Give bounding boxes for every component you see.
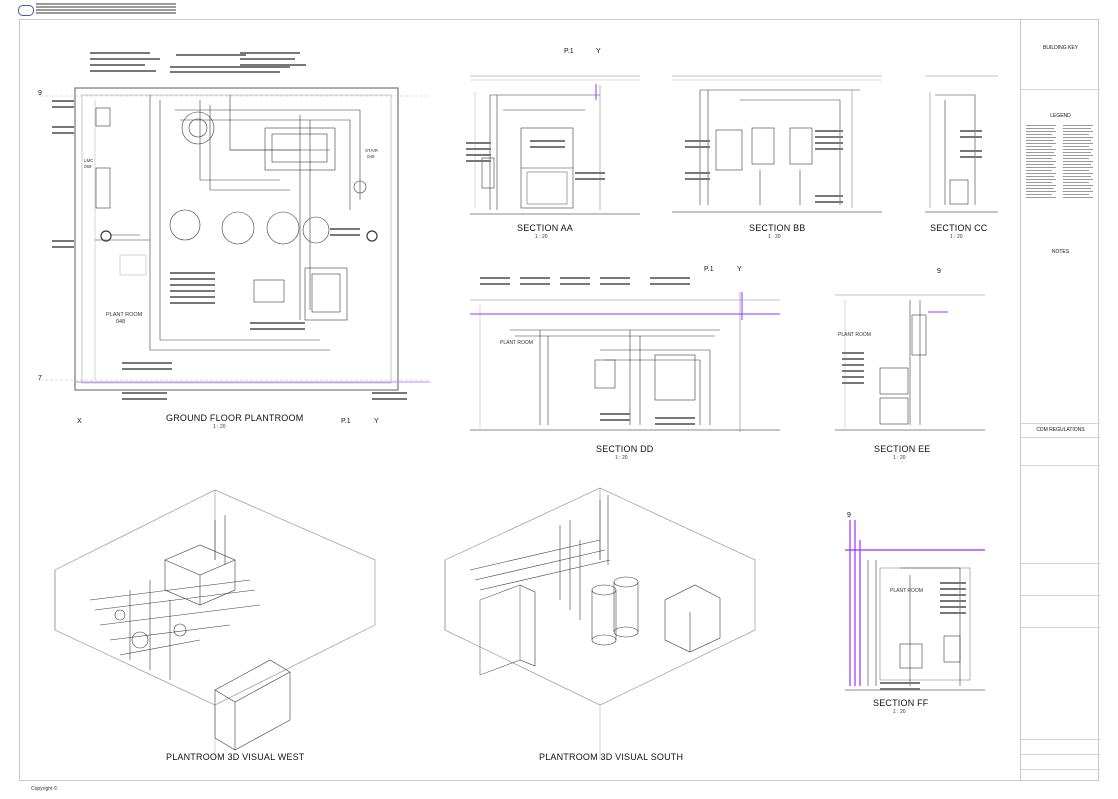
legend-list-right [1063, 123, 1093, 200]
section-ee-plant-room-label: PLANT ROOM [838, 332, 871, 338]
section-aa-scale: 1 : 20 [535, 234, 548, 240]
section-dd-title: SECTION DD [596, 444, 654, 454]
plant-room-label: PLANT ROOM [106, 312, 143, 318]
grid-line-y-section-aa: Y [596, 48, 601, 55]
grid-line-9-section-ee: 9 [937, 268, 941, 275]
grid-line-9-section-ff: 9 [847, 512, 851, 519]
stair-label: STAIR [365, 148, 378, 153]
section-ff-scale: 1 : 20 [893, 709, 906, 715]
section-ee-title: SECTION EE [874, 444, 931, 454]
general-notes [36, 3, 176, 17]
grid-line-p1-section-dd: P.1 [704, 266, 714, 273]
section-aa-title: SECTION AA [517, 223, 574, 233]
stair-number: 049 [367, 154, 375, 159]
grid-line-y-section-dd: Y [737, 266, 742, 273]
ground-floor-scale: 1 : 20 [213, 424, 226, 430]
section-cc-title: SECTION CC [930, 223, 988, 233]
section-ff-title: SECTION FF [873, 698, 929, 708]
grid-line-9-plan: 9 [38, 90, 42, 97]
ground-floor-plantroom-title: GROUND FLOOR PLANTROOM [166, 413, 304, 423]
section-ff-plant-room-label: PLANT ROOM [890, 588, 923, 594]
plantroom-3d-visual-south-title: PLANTROOM 3D VISUAL SOUTH [539, 752, 684, 762]
grid-line-p1-plan: P.1 [341, 418, 351, 425]
section-bb-scale: 1 : 20 [768, 234, 781, 240]
title-block: BUILDING KEY LEGEND NOTES CDM REGULATION… [1020, 19, 1100, 781]
section-dd-plant-room-label: PLANT ROOM [500, 340, 533, 346]
copyright-text: Copyright © [31, 786, 58, 792]
section-cc-scale: 1 : 20 [950, 234, 963, 240]
drawing-sheet-border [19, 19, 1099, 781]
plant-room-number: 048 [116, 319, 126, 325]
grid-line-p1-section-aa: P.1 [564, 48, 574, 55]
section-bb-title: SECTION BB [749, 223, 806, 233]
lmc-label: LMC [84, 158, 94, 163]
section-ee-scale: 1 : 20 [893, 455, 906, 461]
grid-line-y-plan: Y [374, 418, 379, 425]
cdm-regulations-heading: CDM REGULATIONS [1036, 427, 1085, 433]
grid-line-x-plan: X [77, 418, 82, 425]
plantroom-3d-visual-west-title: PLANTROOM 3D VISUAL WEST [166, 752, 305, 762]
lmc-number: 059 [84, 164, 92, 169]
legend-list-left [1026, 123, 1056, 200]
company-logo [18, 5, 34, 16]
grid-line-7-plan: 7 [38, 375, 42, 382]
building-key-heading: BUILDING KEY [1042, 45, 1078, 51]
section-dd-scale: 1 : 20 [615, 455, 628, 461]
notes-heading: NOTES [1051, 249, 1070, 255]
legend-heading: LEGEND [1050, 113, 1071, 119]
